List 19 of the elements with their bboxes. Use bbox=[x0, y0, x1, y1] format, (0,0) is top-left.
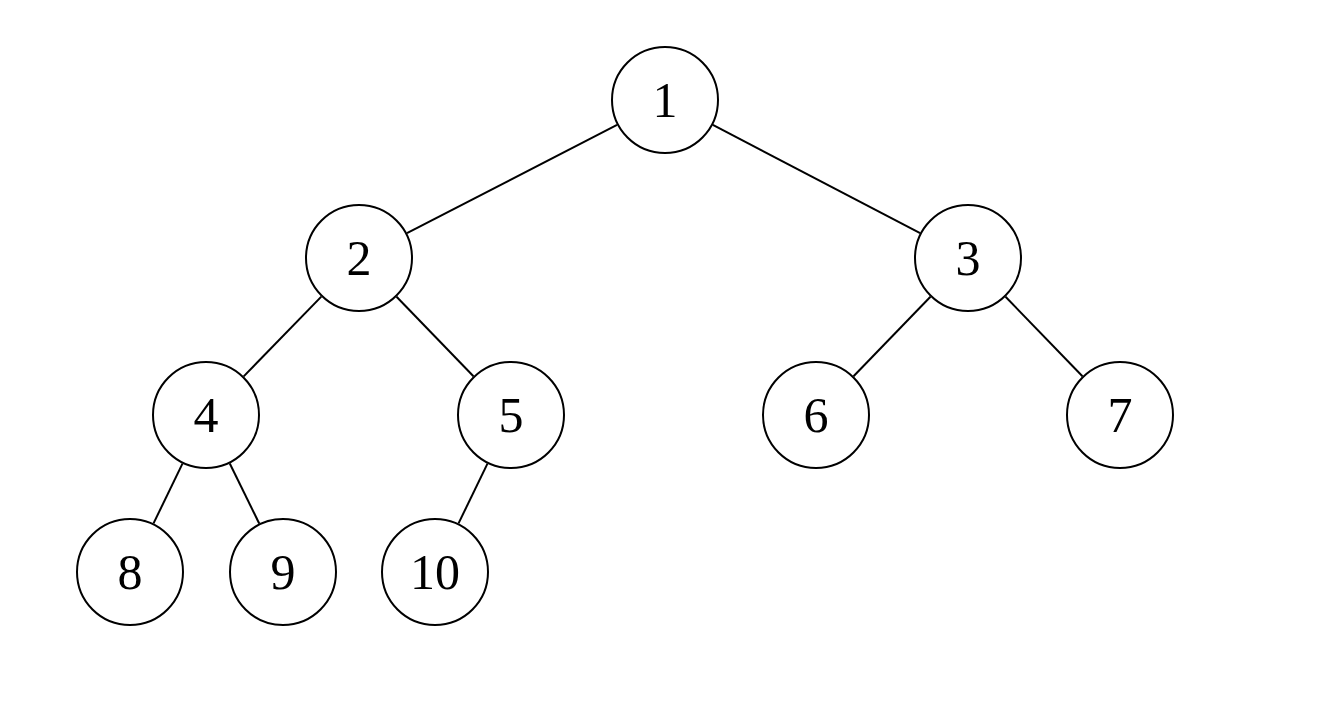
connector-line bbox=[711, 123, 922, 235]
node-number: 10 bbox=[410, 547, 460, 597]
node-number: 5 bbox=[498, 390, 524, 440]
connector-line bbox=[228, 462, 261, 525]
node-number: 8 bbox=[117, 547, 143, 597]
node-number: 4 bbox=[193, 390, 219, 440]
connector-line bbox=[395, 295, 475, 378]
connector-line bbox=[1004, 295, 1084, 378]
node-number: 1 bbox=[652, 75, 678, 125]
connector-line bbox=[242, 295, 323, 378]
node-number: 2 bbox=[346, 233, 372, 283]
connector-line bbox=[457, 462, 489, 525]
connector-line bbox=[852, 295, 932, 378]
connector-line bbox=[406, 123, 618, 235]
node-number: 7 bbox=[1107, 390, 1133, 440]
node-number: 9 bbox=[270, 547, 296, 597]
connector-line bbox=[152, 462, 184, 525]
node-number: 3 bbox=[955, 233, 981, 283]
node-number: 6 bbox=[803, 390, 829, 440]
